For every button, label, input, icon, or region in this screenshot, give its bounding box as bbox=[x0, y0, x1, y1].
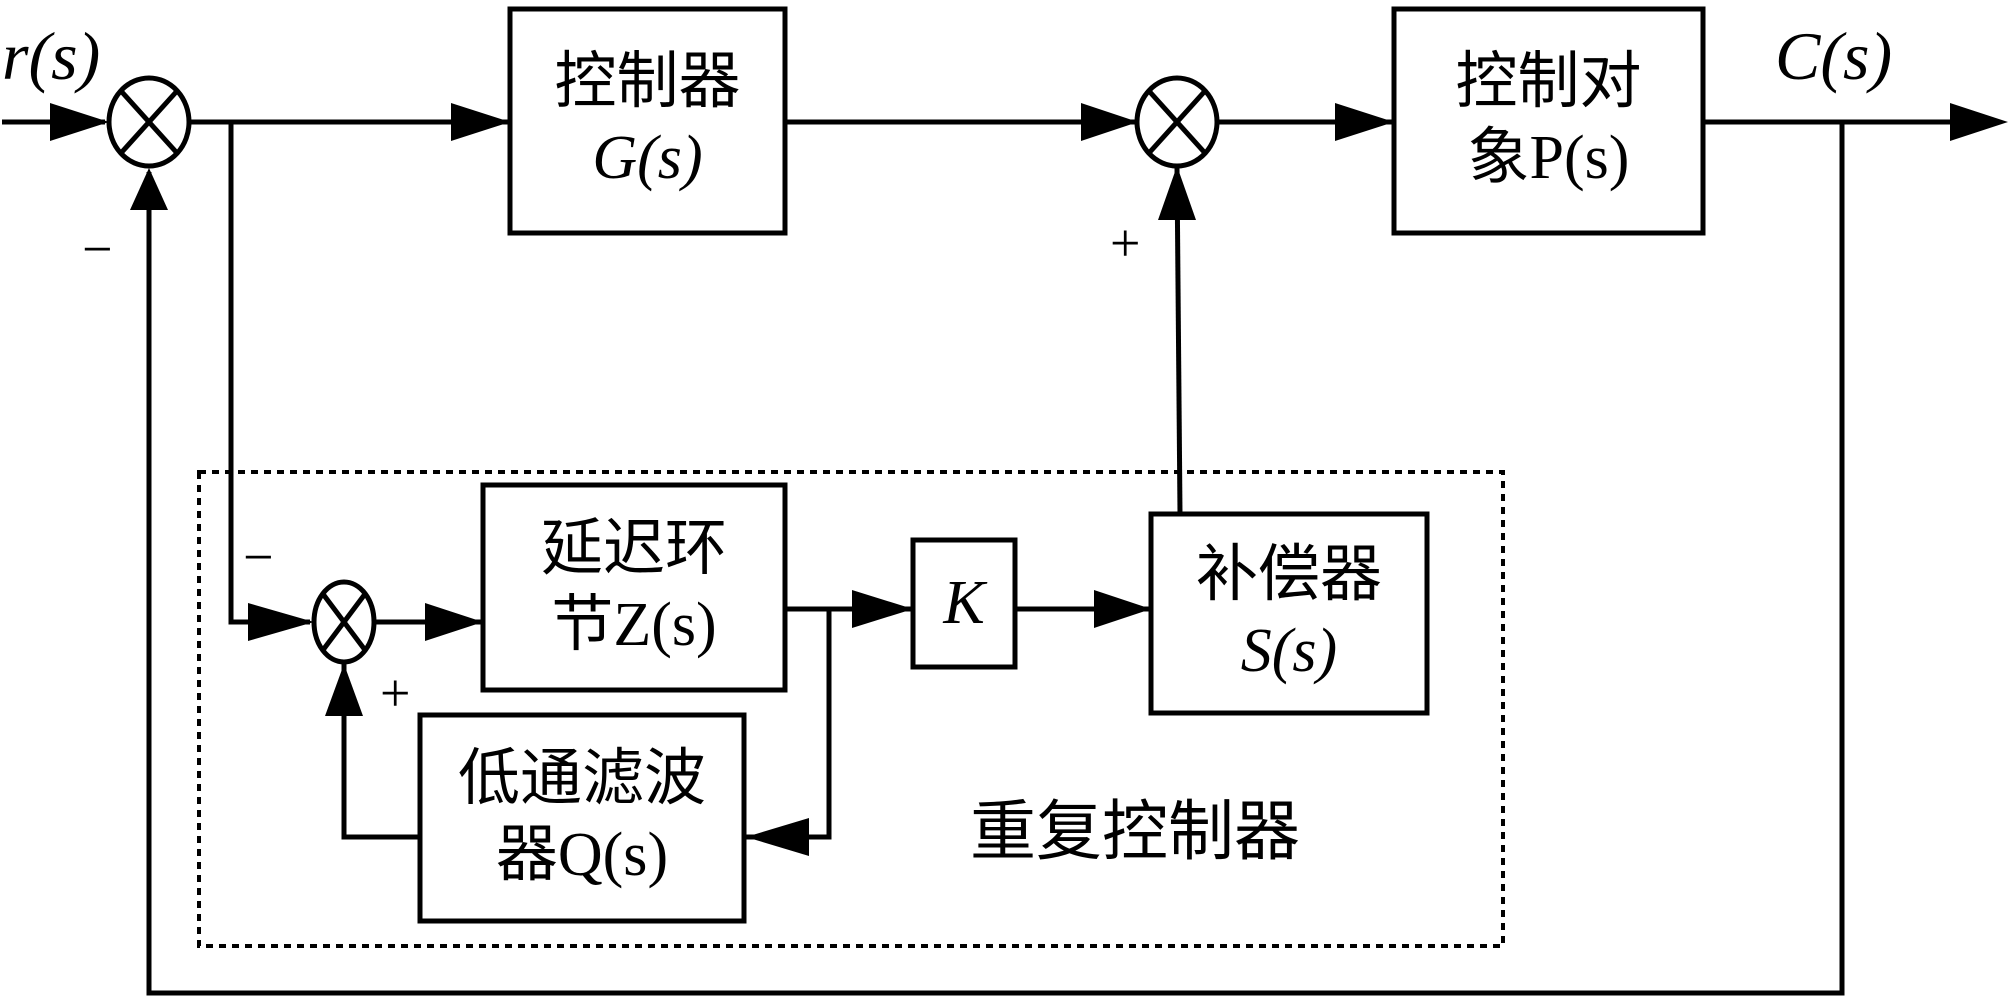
output-wire bbox=[1703, 103, 2008, 141]
controller-to-sum2-wire bbox=[785, 103, 1138, 141]
gain-label: K bbox=[913, 540, 1015, 667]
gain-to-compensator-wire bbox=[1015, 590, 1151, 628]
controller-name: 控制器 bbox=[554, 48, 741, 117]
compensator-transfer-function: S(s) bbox=[1240, 616, 1338, 685]
sum1-minus-sign: − bbox=[82, 219, 113, 279]
controller-transfer-function: G(s) bbox=[592, 124, 703, 192]
repetitive-controller-group bbox=[197, 470, 1505, 948]
sum3-plus-sign: + bbox=[380, 663, 411, 723]
compensator-label: 补偿器 S(s) bbox=[1151, 514, 1427, 713]
sum2-to-plant-wire bbox=[1217, 103, 1394, 141]
input-wire bbox=[2, 103, 109, 141]
input-signal-label: r(s) bbox=[2, 18, 101, 94]
delay-block bbox=[480, 482, 788, 693]
controller-label: 控制器 G(s) bbox=[510, 9, 785, 233]
filter-name: 低通滤波 bbox=[457, 745, 706, 814]
sum3-to-delay-wire bbox=[374, 603, 483, 641]
sum1-to-controller-wire bbox=[189, 103, 510, 141]
plant-transfer-function: 象P(s) bbox=[1467, 124, 1630, 192]
summing-junction-2 bbox=[1134, 75, 1220, 169]
compensator-to-sum2-wire bbox=[1158, 166, 1196, 515]
delay-name: 延迟环 bbox=[540, 514, 727, 583]
delay-to-gain-wire bbox=[785, 590, 913, 628]
output-signal-label: C(s) bbox=[1775, 18, 1893, 94]
delay-to-filter-wire bbox=[746, 609, 832, 856]
filter-transfer-function: 器Q(s) bbox=[495, 821, 669, 889]
error-branch-wire bbox=[228, 122, 314, 641]
outer-feedback-wire bbox=[130, 122, 1845, 996]
plant-block bbox=[1391, 6, 1706, 236]
delay-transfer-function: 节Z(s) bbox=[551, 590, 717, 659]
compensator-name: 补偿器 bbox=[1195, 540, 1382, 609]
sum2-plus-sign: + bbox=[1110, 213, 1141, 273]
filter-label: 低通滤波 器Q(s) bbox=[420, 715, 744, 921]
summing-junction-3 bbox=[311, 579, 377, 665]
gain-symbol: K bbox=[943, 568, 985, 637]
delay-label: 延迟环 节Z(s) bbox=[483, 485, 785, 690]
repetitive-controller-label: 重复控制器 bbox=[970, 796, 1300, 869]
compensator-block bbox=[1148, 511, 1430, 716]
filter-to-sum3-wire bbox=[325, 664, 420, 840]
gain-block bbox=[910, 537, 1018, 670]
plant-name: 控制对 bbox=[1455, 48, 1642, 117]
sum3-minus-sign: − bbox=[243, 527, 274, 587]
summing-junction-1 bbox=[106, 75, 192, 169]
filter-block bbox=[417, 712, 747, 924]
plant-label: 控制对 象P(s) bbox=[1394, 9, 1703, 233]
